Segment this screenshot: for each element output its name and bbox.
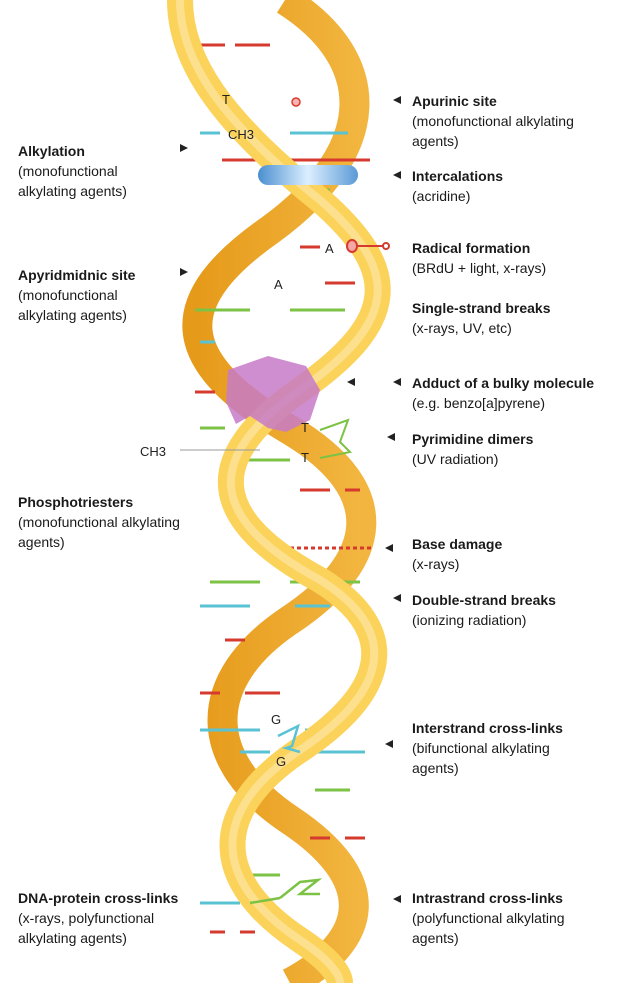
label-sub: (e.g. benzo[a]pyrene) (412, 393, 594, 413)
label-sub: (monofunctional alkylating (412, 111, 574, 131)
label-title: Double-strand breaks (412, 590, 556, 610)
base-letter-t-dimer-1: T (301, 420, 309, 435)
pointer-arrow (385, 740, 393, 748)
label-dna-protein-crosslinks: DNA-protein cross-links (x-rays, polyfun… (18, 888, 178, 948)
label-sub: (x-rays, UV, etc) (412, 318, 551, 338)
pointer-arrow (393, 96, 401, 104)
label-sub: agents) (412, 131, 574, 151)
pointer-arrow (393, 594, 401, 602)
base-letter-a-lower: A (274, 277, 283, 292)
label-title: Intrastrand cross-links (412, 888, 565, 908)
label-title: Apyridmidnic site (18, 265, 135, 285)
intrastrand-crosslink (280, 880, 320, 898)
label-title: Adduct of a bulky molecule (412, 373, 594, 393)
radical-marker (347, 240, 357, 252)
base-letter-g-upper: G (271, 712, 281, 727)
label-sub: (polyfunctional alkylating (412, 908, 565, 928)
label-sub: alkylating agents) (18, 181, 127, 201)
pointer-arrow (387, 433, 395, 441)
label-double-strand-breaks: Double-strand breaks (ionizing radiation… (412, 590, 556, 630)
label-sub: agents) (18, 532, 180, 552)
pointer-arrow (180, 144, 188, 152)
pointer-arrow (347, 378, 355, 386)
label-sub: (bifunctional alkylating (412, 738, 563, 758)
intercalator-molecule (258, 165, 358, 185)
label-title: Intercalations (412, 166, 503, 186)
label-sub: (UV radiation) (412, 449, 533, 469)
label-apyrimidinic-site: Apyridmidnic site (monofunctional alkyla… (18, 265, 135, 325)
apurinic-site-marker (292, 98, 300, 106)
label-sub: (x-rays, polyfunctional (18, 908, 178, 928)
label-title: Single-strand breaks (412, 298, 551, 318)
pointer-arrow (385, 544, 393, 552)
label-title: Base damage (412, 534, 502, 554)
label-intrastrand-crosslinks: Intrastrand cross-links (polyfunctional … (412, 888, 565, 948)
label-title: Alkylation (18, 141, 127, 161)
label-title: Radical formation (412, 238, 546, 258)
label-title: Pyrimidine dimers (412, 429, 533, 449)
label-interstrand-crosslinks: Interstrand cross-links (bifunctional al… (412, 718, 563, 778)
label-apurinic-site: Apurinic site (monofunctional alkylating… (412, 91, 574, 151)
base-letter-g-lower: G (276, 754, 286, 769)
label-sub: (BRdU + light, x-rays) (412, 258, 546, 278)
pointer-arrow (393, 378, 401, 386)
methyl-label-side: CH3 (140, 444, 166, 459)
label-single-strand-breaks: Single-strand breaks (x-rays, UV, etc) (412, 298, 551, 338)
pointer-arrow (393, 895, 401, 903)
label-sub: (monofunctional (18, 161, 127, 181)
base-letter-t-dimer-2: T (301, 450, 309, 465)
label-sub: agents) (412, 758, 563, 778)
label-pyrimidine-dimers: Pyrimidine dimers (UV radiation) (412, 429, 533, 469)
label-title: Apurinic site (412, 91, 574, 111)
label-base-damage: Base damage (x-rays) (412, 534, 502, 574)
label-sub: alkylating agents) (18, 305, 135, 325)
label-sub: (monofunctional (18, 285, 135, 305)
label-sub: (acridine) (412, 186, 503, 206)
label-sub: alkylating agents) (18, 928, 178, 948)
label-sub: agents) (412, 928, 565, 948)
label-sub: (ionizing radiation) (412, 610, 556, 630)
label-radical-formation: Radical formation (BRdU + light, x-rays) (412, 238, 546, 278)
base-letter-t-top: T (222, 92, 230, 107)
pointer-arrow (180, 268, 188, 276)
label-sub: (x-rays) (412, 554, 502, 574)
label-title: Interstrand cross-links (412, 718, 563, 738)
label-bulky-adduct: Adduct of a bulky molecule (e.g. benzo[a… (412, 373, 594, 413)
label-title: Phosphotriesters (18, 492, 180, 512)
pointer-arrow (393, 171, 401, 179)
label-sub: (monofunctional alkylating (18, 512, 180, 532)
label-phosphotriesters: Phosphotriesters (monofunctional alkylat… (18, 492, 180, 552)
base-letter-a-upper: A (325, 241, 334, 256)
label-intercalations: Intercalations (acridine) (412, 166, 503, 206)
label-alkylation: Alkylation (monofunctional alkylating ag… (18, 141, 127, 201)
methyl-label-top: CH3 (228, 127, 254, 142)
label-title: DNA-protein cross-links (18, 888, 178, 908)
